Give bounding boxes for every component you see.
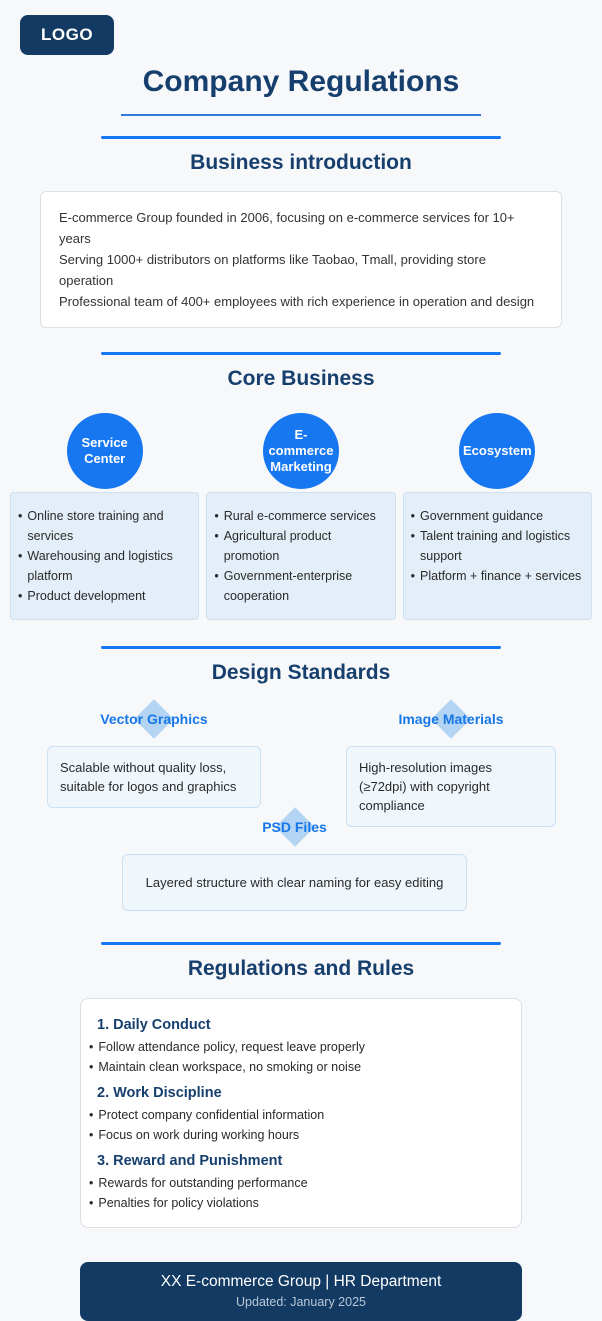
core-circles-row: Service Center E-commerce Marketing Ecos… — [0, 413, 602, 489]
rule-group-title: 1. Daily Conduct — [97, 1017, 211, 1033]
core-box-ecommerce-marketing: • Rural e-commerce services • Agricultural… — [206, 492, 396, 620]
list-item: • Focus on work during working hours — [89, 1126, 505, 1146]
design-box: Layered structure with clear naming for … — [122, 854, 467, 911]
logo-badge: LOGO — [20, 15, 115, 55]
list-item: • Penalties for policy violations — [89, 1194, 505, 1214]
title-underline — [121, 114, 481, 116]
bullet-icon: • — [410, 509, 416, 523]
list-item: • Online store training and services — [18, 506, 192, 546]
list-item-text: Product development — [27, 589, 146, 603]
list-item: • Product development — [18, 586, 192, 606]
list-item: • Government-enterprise cooperation — [214, 566, 388, 606]
rule-group-title: 2. Work Discipline — [97, 1085, 222, 1101]
bullet-icon: • — [89, 1059, 94, 1074]
section-heading-rules: Regulations and Rules — [187, 957, 415, 980]
list-item: • Government guidance — [411, 506, 585, 526]
bullet-icon: • — [410, 569, 416, 583]
list-item: • Agricultural product promotion — [214, 526, 388, 566]
list-item-text: Online store training and services — [27, 509, 164, 543]
bullet-icon: • — [18, 549, 23, 563]
list-item: • Warehousing and logistics platform — [18, 546, 192, 586]
list-item-text: Talent training and logistics support — [420, 529, 571, 563]
bullet-icon: • — [18, 509, 23, 523]
list-item: • Rewards for outstanding performance — [89, 1174, 505, 1194]
list-item-text: Maintain clean workspace, no smoking or … — [98, 1059, 362, 1074]
intro-card: E-commerce Group founded in 2006, focusi… — [40, 191, 562, 328]
bullet-icon: • — [89, 1195, 94, 1210]
rule-group-title: 3. Reward and Punishment — [97, 1153, 283, 1169]
section-heading-intro: Business introduction — [190, 151, 412, 174]
design-box: High-resolution images (≥72dpi) with cop… — [346, 746, 556, 827]
list-item-text: Focus on work during working hours — [98, 1127, 300, 1142]
footer-bar: XX E-commerce Group | HR Department Upda… — [80, 1262, 522, 1321]
design-label: Image Materials — [398, 711, 504, 727]
design-label: PSD Files — [262, 819, 327, 835]
core-circle-service-center: Service Center — [66, 413, 143, 489]
design-label-wrap: Image Materials — [346, 699, 556, 739]
design-box: Scalable without quality loss, suitable … — [47, 746, 261, 808]
list-item: • Talent training and logistics support — [411, 526, 585, 566]
list-item-text: Penalties for policy violations — [98, 1195, 259, 1210]
design-item-image-materials: Image Materials High-resolution images (… — [346, 699, 556, 827]
bullet-icon: • — [214, 569, 219, 583]
core-box-service-center: • Online store training and services • War… — [10, 492, 200, 620]
list-item-text: Protect company confidential information — [98, 1108, 325, 1122]
core-circle-ecosystem: Ecosystem — [459, 413, 536, 489]
bullet-icon: • — [410, 529, 416, 543]
bullet-icon: • — [89, 1108, 94, 1122]
bullet-icon: • — [214, 509, 219, 523]
design-item-psd-files: PSD Files Layered structure with clear n… — [122, 807, 467, 911]
bullet-icon: • — [18, 589, 23, 603]
intro-line: Serving 1000+ distributors on platforms … — [59, 252, 486, 288]
intro-line: E-commerce Group founded in 2006, focusi… — [59, 210, 515, 246]
list-item-text: Platform + finance + services — [420, 569, 582, 583]
list-item-text: Agricultural product promotion — [223, 529, 332, 563]
design-standards-area: Vector Graphics Scalable without quality… — [0, 685, 602, 911]
list-item-text: Warehousing and logistics platform — [27, 549, 173, 583]
rules-card: 1. Daily Conduct • Follow attendance poli… — [80, 998, 522, 1228]
core-circle-ecommerce-marketing: E-commerce Marketing — [262, 413, 339, 489]
page-title: Company Regulations — [142, 65, 460, 98]
list-item-text: Follow attendance policy, request leave … — [98, 1040, 365, 1054]
list-item-text: Rural e-commerce services — [223, 509, 376, 523]
section-heading-core: Core Business — [227, 367, 375, 390]
footer-updated-line: Updated: January 2025 — [236, 1295, 366, 1309]
core-boxes-row: • Online store training and services • War… — [0, 492, 602, 620]
design-item-vector-graphics: Vector Graphics Scalable without quality… — [47, 699, 261, 808]
bullet-icon: • — [89, 1176, 94, 1190]
list-item-text: Government-enterprise cooperation — [223, 569, 353, 603]
section-divider-intro — [101, 136, 501, 139]
intro-line: Professional team of 400+ employees with… — [59, 294, 535, 309]
list-item: • Platform + finance + services — [411, 566, 585, 586]
section-divider-rules — [101, 942, 501, 945]
bullet-icon: • — [89, 1127, 94, 1142]
section-heading-design: Design Standards — [211, 661, 391, 684]
section-divider-core — [101, 352, 501, 355]
core-box-ecosystem: • Government guidance • Talent training an… — [402, 492, 592, 620]
design-label: Vector Graphics — [100, 711, 208, 727]
list-item: • Rural e-commerce services — [214, 506, 388, 526]
section-divider-design — [101, 646, 501, 649]
list-item: • Follow attendance policy, request leave… — [89, 1038, 505, 1058]
bullet-icon: • — [214, 529, 219, 543]
design-label-wrap: PSD Files — [122, 807, 467, 847]
list-item-text: Government guidance — [420, 509, 544, 523]
design-label-wrap: Vector Graphics — [47, 699, 261, 739]
list-item: • Maintain clean workspace, no smoking or… — [89, 1058, 505, 1078]
bullet-icon: • — [89, 1040, 94, 1054]
list-item-text: Rewards for outstanding performance — [98, 1176, 308, 1190]
list-item: • Protect company confidential informatio… — [89, 1106, 505, 1126]
footer-org-line: XX E-commerce Group | HR Department — [160, 1273, 442, 1290]
